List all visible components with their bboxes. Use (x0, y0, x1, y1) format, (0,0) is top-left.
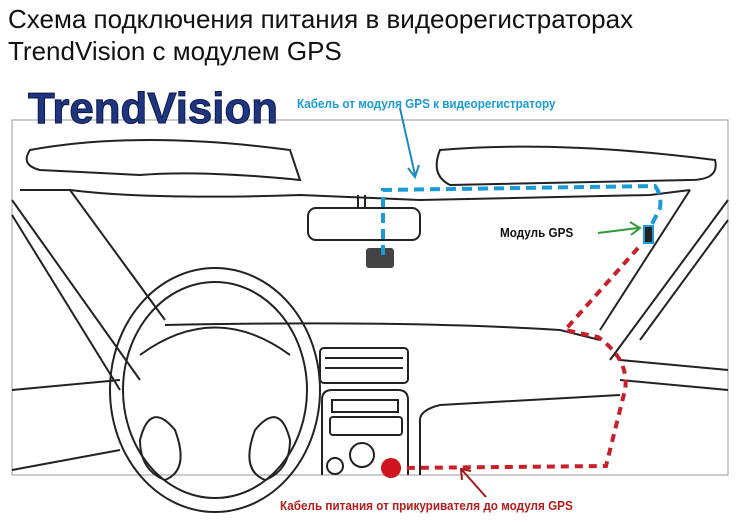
title-line-2: TrendVision с модулем GPS (8, 36, 342, 66)
red-cable (399, 246, 640, 470)
gps-module-icon (643, 225, 654, 244)
air-vent (319, 347, 409, 384)
left-pillar (11, 189, 166, 391)
arrows (399, 107, 642, 498)
right-pillar (599, 189, 729, 361)
gps-module-label: Модуль GPS (500, 225, 574, 240)
rear-mirror (307, 207, 421, 241)
power-cable-label: Кабель питания от прикуривателя до модул… (280, 498, 573, 513)
blue-cable (381, 183, 663, 255)
gps-cable-label: Кабель от модуля GPS к видеорегистратору (297, 96, 556, 111)
cigarette-lighter (381, 458, 401, 478)
center-console (321, 389, 409, 475)
frame (11, 119, 729, 476)
roof-line (20, 189, 691, 202)
dash-top (164, 322, 601, 341)
right-sun-visor (435, 145, 717, 187)
steering-wheel (109, 267, 321, 513)
title-line-1: Схема подключения питания в видеорегистр… (8, 4, 634, 34)
car-outline (11, 139, 729, 513)
dashcam (366, 248, 394, 268)
trendvision-logo: TrendVision (28, 84, 278, 133)
left-sun-visor (25, 139, 302, 182)
